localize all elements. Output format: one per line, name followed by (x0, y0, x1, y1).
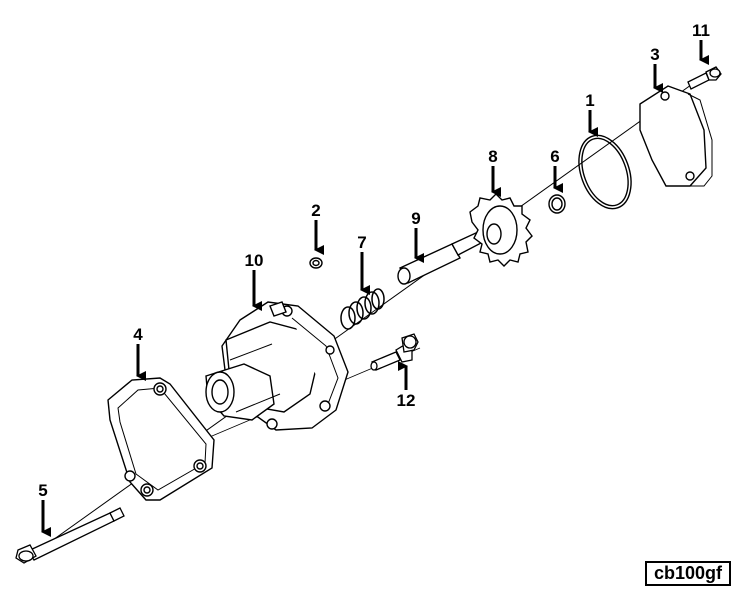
callout-7: 7 (357, 233, 366, 252)
callout-6: 6 (550, 147, 559, 166)
callout-2: 2 (311, 201, 320, 220)
callout-11: 11 (692, 21, 710, 40)
part-3-cover (639, 85, 713, 187)
callout-12: 12 (397, 391, 416, 410)
part-10-pump-body (205, 301, 349, 431)
callout-9: 9 (411, 209, 420, 228)
part-8-gear (469, 193, 533, 267)
part-1-o-ring (578, 134, 632, 210)
callout-arrows (41, 40, 709, 537)
callout-3: 3 (650, 45, 659, 64)
part-9-plunger (397, 231, 484, 285)
callout-10: 10 (245, 251, 264, 270)
callout-5: 5 (38, 481, 47, 500)
assembly-centerline (21, 69, 713, 563)
part-11-bolt (687, 66, 722, 90)
part-7-spring (340, 288, 385, 330)
part-5-bolt (15, 507, 125, 564)
part-6-snap-ring (548, 194, 566, 214)
part-4-gasket (107, 377, 215, 501)
part-2-ball (309, 257, 323, 269)
callout-4: 4 (133, 325, 143, 344)
callout-1: 1 (585, 91, 594, 110)
figure-reference-code: cb100gf (645, 561, 731, 586)
callout-8: 8 (488, 147, 497, 166)
part-12-bolt (370, 333, 419, 371)
callout-labels: 1 2 3 4 5 6 7 8 9 10 11 12 (38, 21, 710, 500)
